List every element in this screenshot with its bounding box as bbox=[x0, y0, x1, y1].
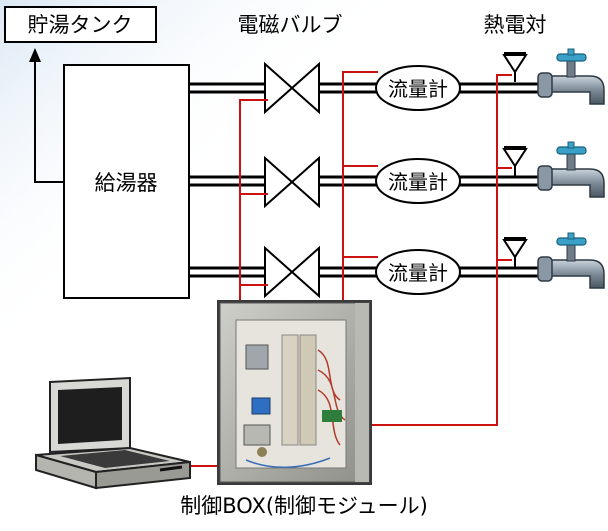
solenoid-valve-label: 電磁バルブ bbox=[238, 13, 343, 37]
flow-meter-label: 流量計 bbox=[388, 170, 448, 194]
storage-tank-label: 貯湯タンク bbox=[28, 13, 133, 37]
valve-icon bbox=[264, 61, 320, 115]
pipe-row-2 bbox=[189, 175, 548, 187]
water-heater-label: 給湯器 bbox=[95, 171, 158, 195]
thermocouple-icon bbox=[502, 237, 528, 267]
storage-tank-box: 貯湯タンク bbox=[4, 6, 157, 43]
water-heater-box: 給湯器 bbox=[63, 64, 190, 299]
faucet-icon bbox=[537, 232, 605, 289]
signal-lines bbox=[188, 71, 512, 467]
control-panel-icon bbox=[217, 300, 372, 485]
flow-meter-2: 流量計 bbox=[375, 158, 461, 204]
flow-meter-label: 流量計 bbox=[388, 77, 448, 101]
flow-meter-1: 流量計 bbox=[375, 65, 461, 111]
pipe-row-1 bbox=[189, 82, 548, 94]
valve-icon bbox=[264, 245, 320, 299]
pipe-row-3 bbox=[189, 266, 548, 278]
thermocouple-icon bbox=[502, 146, 528, 176]
faucet-icon bbox=[537, 48, 605, 105]
control-box-label: 制御BOX(制御モジュール) bbox=[180, 494, 428, 518]
laptop-icon bbox=[35, 376, 191, 490]
valve-icon bbox=[264, 155, 320, 209]
thermocouple-label: 熱電対 bbox=[484, 13, 547, 37]
flow-meter-label: 流量計 bbox=[388, 261, 448, 285]
flow-meter-3: 流量計 bbox=[375, 249, 461, 295]
arrow-up-icon bbox=[29, 48, 64, 183]
thermocouple-icon bbox=[502, 52, 528, 82]
faucet-icon bbox=[537, 141, 605, 198]
